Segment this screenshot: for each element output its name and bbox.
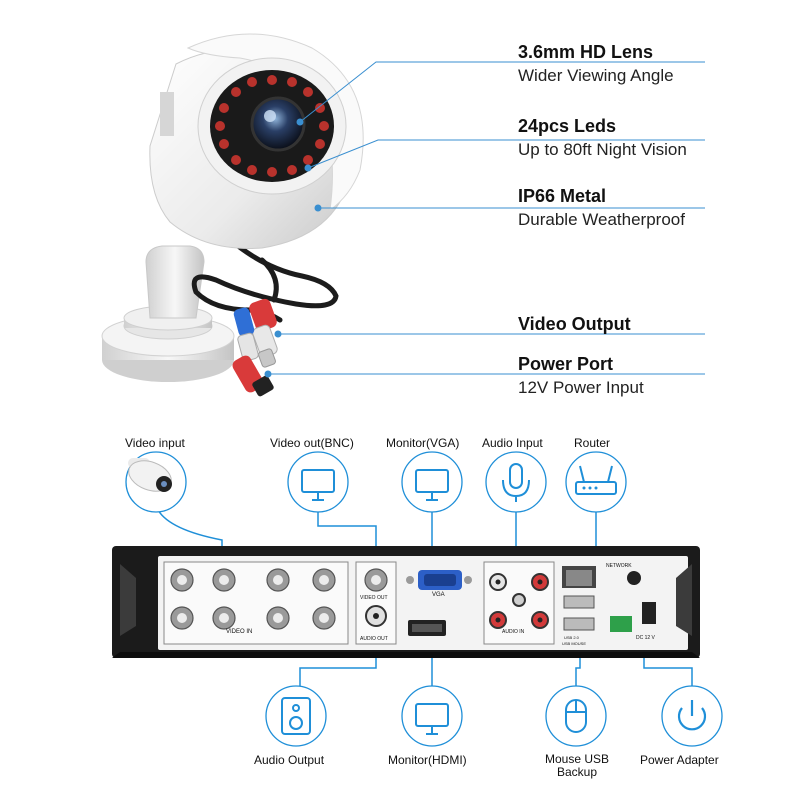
feature-metal-subtitle: Durable Weatherproof [518,210,685,229]
bullet-camera-illustration [101,33,705,397]
callout-lines [264,61,705,378]
feature-leds-subtitle: Up to 80ft Night Vision [518,140,687,159]
panel-video-in-label: VIDEO IN [226,629,253,635]
panel-audio-out-label: AUDIO OUT [360,636,388,642]
microphone-icon [485,451,547,513]
panel-audio-in-label: AUDIO IN [502,629,525,635]
video-input-camera-icon [125,451,187,513]
ir-led-ring [215,75,329,177]
camera-body [149,33,364,249]
speaker-icon [265,685,327,747]
lens [250,96,306,152]
mouse-icon [545,685,607,747]
feature-power-port-subtitle: 12V Power Input [518,378,644,397]
dvr-back-panel [112,546,700,658]
panel-vga-label: VGA [432,592,445,598]
panel-usb-mouse-label: USB MOUSE [562,641,587,646]
label-mouse-usb-backup: Mouse USB Backup [544,752,610,779]
label-video-input: Video input [125,436,185,450]
feature-lens-subtitle: Wider Viewing Angle [518,66,674,85]
monitor-hdmi-icon [401,685,463,747]
video-output-connector [233,298,278,368]
power-port-connector [232,355,274,397]
label-power-adapter: Power Adapter [640,753,719,767]
panel-usb-label: USB 2.0 [564,635,579,640]
label-video-out-bnc: Video out(BNC) [270,436,354,450]
video-out-monitor-icon [287,451,349,513]
camera-mount [101,245,235,382]
panel-network-label: NETWORK [606,563,632,569]
monitor-vga-icon [401,451,463,513]
panel-video-out-label: VIDEO OUT [360,595,388,601]
label-audio-output: Audio Output [254,753,325,767]
feature-leds-title: 24pcs Leds [518,116,617,136]
label-audio-input: Audio Input [482,436,543,450]
label-router: Router [574,436,611,450]
router-icon [565,451,627,513]
power-icon [661,685,723,747]
feature-metal-title: IP66 Metal [518,186,607,206]
label-monitor-vga: Monitor(VGA) [386,436,460,450]
feature-lens-title: 3.6mm HD Lens [518,42,654,62]
panel-dc-label: DC 12 V [636,635,655,641]
feature-video-output-title: Video Output [518,314,631,334]
feature-power-port-title: Power Port [518,354,614,374]
dvr-connection-diagram [112,451,723,747]
label-monitor-hdmi: Monitor(HDMI) [388,753,467,767]
